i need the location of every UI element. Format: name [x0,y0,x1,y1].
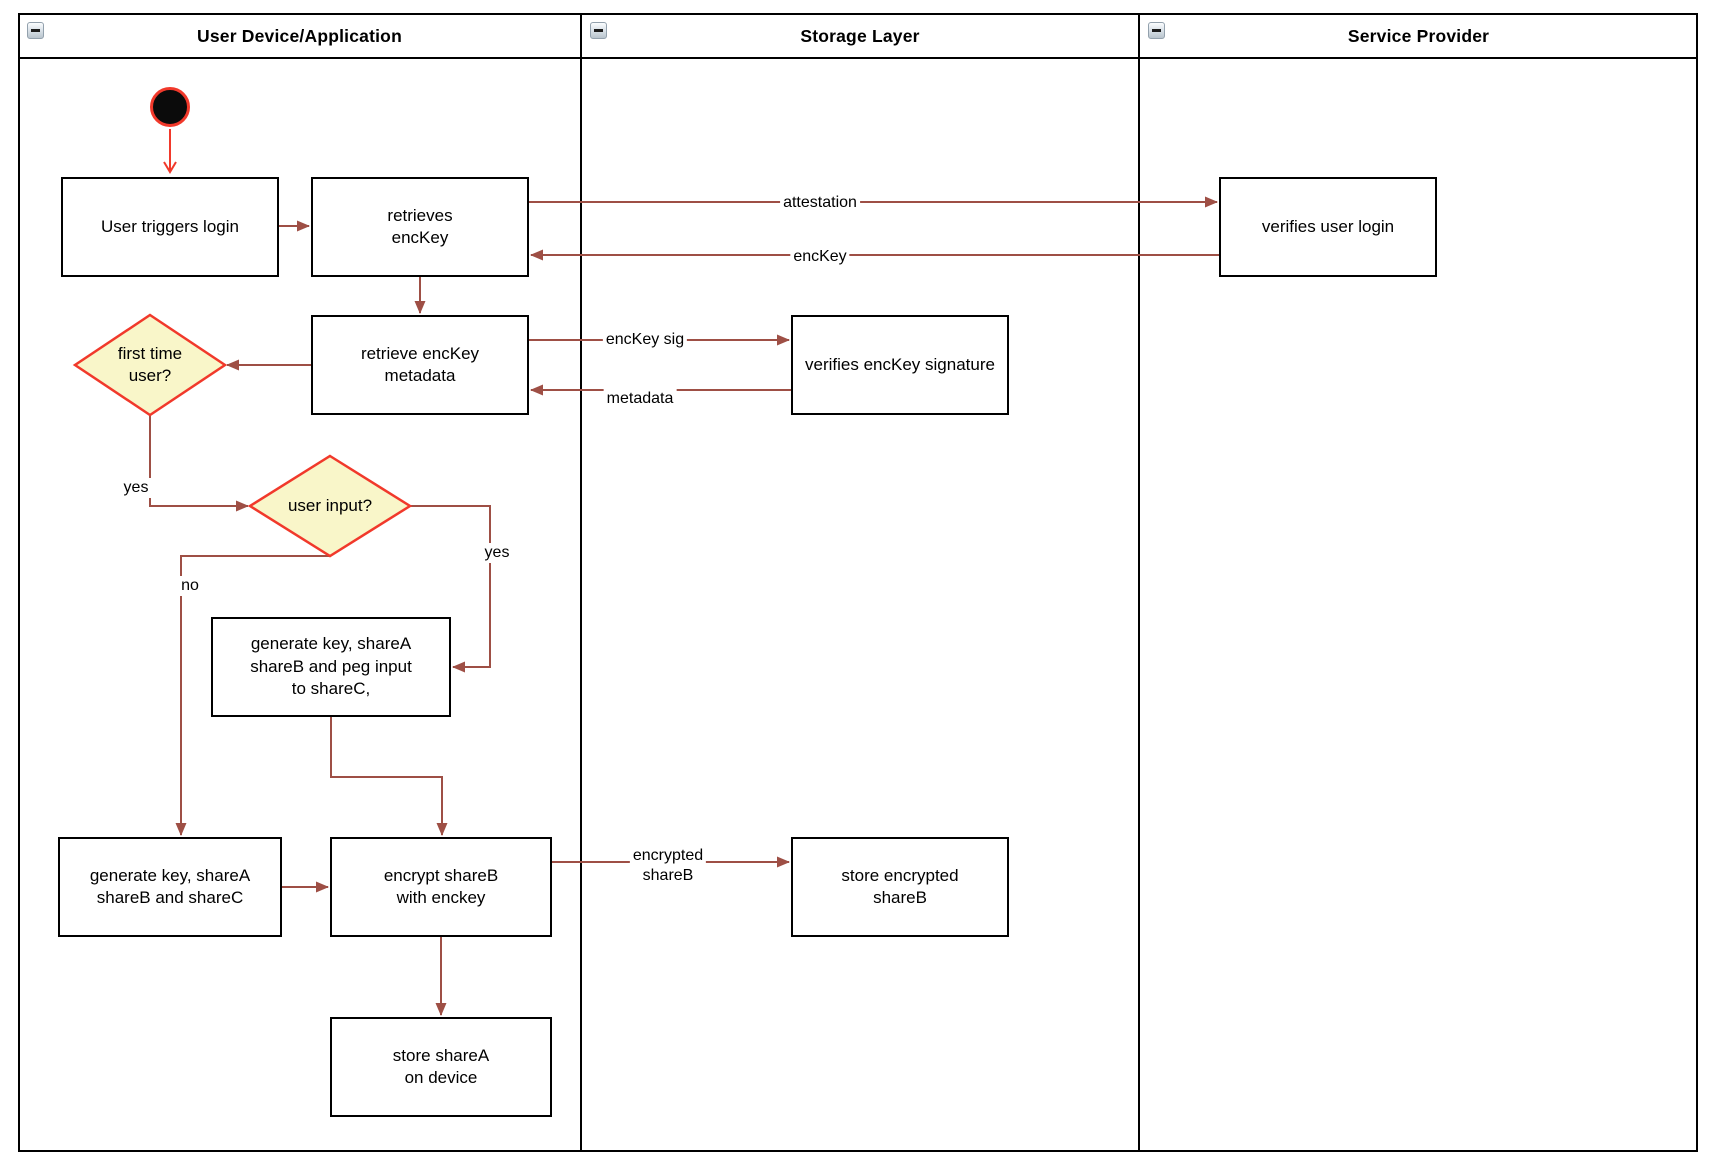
minus-icon [594,29,603,32]
node-store-encrypted-shareb[interactable]: store encrypted shareB [791,837,1009,937]
decision-label-user-input[interactable]: user input? [287,495,373,515]
minus-icon [31,29,40,32]
node-retrieves-enckey[interactable]: retrieves encKey [311,177,529,277]
edge-label-no-user-input[interactable]: no [178,576,202,596]
edge-label-attestation[interactable]: attestation [780,193,860,213]
decision-first-time-user[interactable] [72,313,228,417]
swimlane-pool [18,13,1698,1152]
node-generate-key-peg[interactable]: generate key, shareA shareB and peg inpu… [211,617,451,717]
edge-label-yes-user-input[interactable]: yes [481,543,513,563]
collapse-minus-icon[interactable] [1148,22,1165,39]
lane-title-service-provider: Service Provider [1347,25,1490,46]
decision-user-input[interactable] [247,454,413,558]
node-user-triggers-login[interactable]: User triggers login [61,177,279,277]
edge-peg-to-encrypt[interactable] [330,717,448,836]
lane-title-user-device: User Device/Application [197,25,402,46]
node-verifies-user-login[interactable]: verifies user login [1219,177,1437,277]
lane-header-user-device[interactable]: User Device/Application [18,13,581,59]
lane-title-storage-layer: Storage Layer [800,25,920,46]
node-verifies-enckey-signature[interactable]: verifies encKey signature [791,315,1009,415]
lane-header-separator [18,57,1698,59]
node-store-sharea[interactable]: store shareA on device [330,1017,552,1117]
edge-label-yes-first-time[interactable]: yes [120,478,152,498]
collapse-minus-icon[interactable] [590,22,607,39]
lane-header-service-provider[interactable]: Service Provider [1139,13,1698,59]
start-node[interactable] [150,87,190,127]
edge-userinput-no[interactable] [175,555,330,836]
lane-divider-1 [580,13,582,1152]
edge-firsttime-yes[interactable] [149,415,249,512]
node-generate-key-sharec[interactable]: generate key, shareA shareB and shareC [58,837,282,937]
lane-divider-2 [1138,13,1140,1152]
edge-label-enckey-sig[interactable]: encKey sig [602,330,688,350]
edge-userinput-yes[interactable] [410,505,491,673]
decision-label-first-time-user[interactable]: first time user? [117,343,183,385]
edge-label-metadata[interactable]: metadata [603,389,677,409]
minus-icon [1152,29,1161,32]
node-retrieve-enckey-metadata[interactable]: retrieve encKey metadata [311,315,529,415]
lane-header-storage-layer[interactable]: Storage Layer [581,13,1139,59]
edge-label-enckey[interactable]: encKey [790,247,850,267]
node-encrypt-shareb[interactable]: encrypt shareB with enckey [330,837,552,937]
collapse-minus-icon[interactable] [27,22,44,39]
edge-label-encrypted-shareb[interactable]: encrypted shareB [629,846,707,886]
